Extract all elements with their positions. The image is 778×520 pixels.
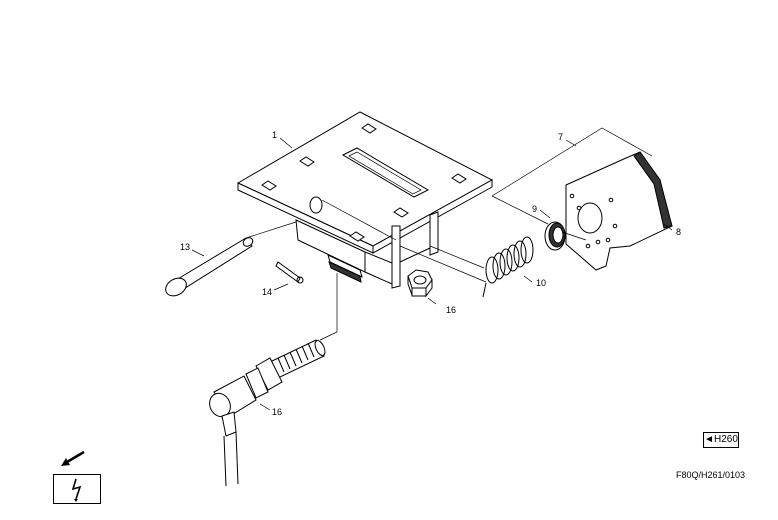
drawing-code: F80Q/H261/0103	[676, 470, 746, 480]
callout-labels: 1 7 8 9 10 13 14 16 16	[180, 130, 681, 417]
part-8-side-plate	[565, 151, 673, 271]
direction-arrow-icon	[61, 450, 85, 466]
callout-10: 10	[536, 278, 546, 288]
electrical-hazard-box	[53, 474, 101, 504]
callout-9: 9	[532, 204, 537, 214]
electrical-hazard-icon	[71, 478, 82, 502]
part-10-spring	[482, 236, 534, 298]
callout-16-connector: 16	[272, 407, 282, 417]
part-16-nut	[407, 269, 433, 298]
callout-13: 13	[180, 242, 190, 252]
bracket-under-plate	[295, 211, 439, 289]
callout-7: 7	[558, 132, 563, 142]
callout-14: 14	[262, 287, 272, 297]
page-reference-link[interactable]: ◄H260	[703, 432, 739, 448]
callout-8: 8	[676, 227, 681, 237]
part-13-pin	[165, 237, 254, 297]
leader-lines	[191, 127, 673, 411]
part-9-bearing	[544, 221, 566, 251]
callout-16-nut: 16	[446, 305, 456, 315]
part-14-split-pin	[275, 261, 304, 284]
part-16-cable-connector	[209, 339, 326, 487]
callout-1: 1	[272, 130, 277, 140]
